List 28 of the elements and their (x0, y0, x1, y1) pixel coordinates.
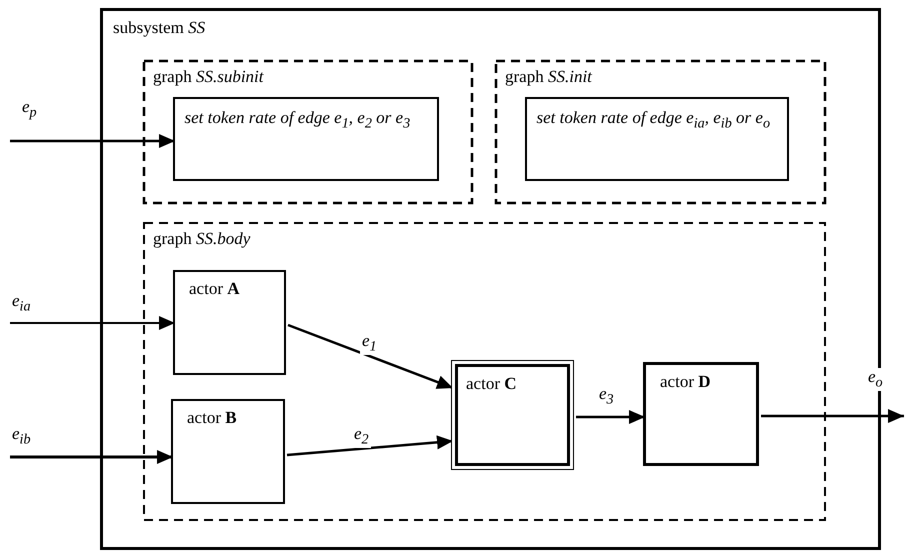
process-box (172, 96, 438, 180)
process-box (524, 96, 788, 180)
graph-box (495, 60, 826, 204)
arrow (761, 409, 904, 423)
arrow (10, 450, 173, 464)
box-text: set token rate of edge e$_{ia}$, e$_{ib}$ or e$_{o}$ (536, 106, 772, 133)
box-text: set token rate of edge e$_{1}$, e$_{2}$ or e$_{3}$ (184, 106, 412, 133)
actor-box (173, 270, 286, 375)
edge-label: e$_{o}$ (866, 368, 885, 391)
graph-box (143, 222, 826, 521)
arrow (576, 410, 645, 424)
box-heading: actor C (466, 373, 517, 394)
box-heading: subsystem SS (113, 17, 206, 38)
subsystem-box (100, 8, 881, 550)
actor-box (643, 362, 759, 466)
box-heading: actor D (660, 371, 711, 392)
arrow (286, 435, 454, 456)
arrow (10, 316, 175, 330)
graph-box (143, 60, 473, 204)
actor-box (451, 360, 574, 470)
arrow (10, 134, 175, 148)
actor-box (171, 399, 285, 504)
box-heading: actor A (189, 278, 240, 300)
box-heading: graph SS.subinit (153, 66, 264, 88)
box-heading: graph SS.init (505, 66, 592, 88)
box-heading: actor B (187, 407, 237, 428)
box-heading: graph SS.body (153, 228, 250, 250)
arrow (288, 324, 454, 390)
